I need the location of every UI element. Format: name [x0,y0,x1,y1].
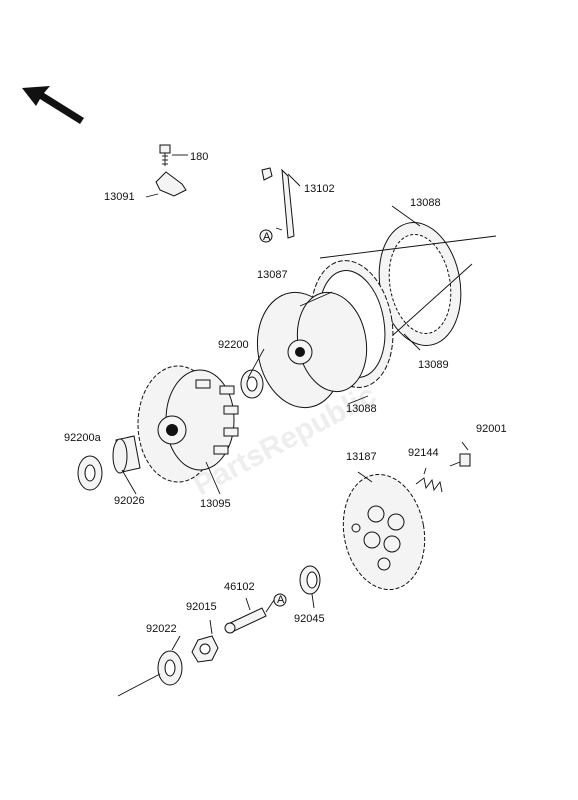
nut-92015[interactable] [191,635,219,663]
washer-92200[interactable] [240,369,264,399]
label-13187: 13187 [346,451,377,463]
label-13102: 13102 [304,183,335,195]
pressure-plate-13087[interactable] [249,286,375,415]
label-92026: 92026 [114,495,145,507]
washer-92022[interactable] [117,650,183,697]
direction-arrow-icon [22,86,84,124]
label-13088-bottom: 13088 [346,403,377,415]
label-92045: 92045 [294,613,325,625]
label-13095: 13095 [200,498,231,510]
label-92200: 92200 [218,339,249,351]
washer-92200a[interactable] [77,455,103,491]
label-92015: 92015 [186,601,217,613]
label-92200a: 92200a [64,432,102,444]
label-92001: 92001 [476,423,507,435]
clutch-hub-13187[interactable] [335,468,434,596]
label-13091: 13091 [104,191,135,203]
ref-a-bottom: A [277,594,285,606]
label-92022: 92022 [146,623,177,635]
ref-a-top: A [263,231,271,243]
bearing-92045[interactable] [299,565,321,595]
label-13088-top: 13088 [410,197,441,209]
label-13087: 13087 [257,269,288,281]
clutch-housing-13095[interactable] [137,365,239,483]
label-13089: 13089 [418,359,449,371]
bolt-180[interactable] [159,144,188,166]
label-46102: 46102 [224,581,255,593]
rod-46102[interactable] [224,593,287,634]
label-92144: 92144 [408,447,439,459]
bolt-92001[interactable] [449,453,471,467]
bracket-13091[interactable] [145,171,187,198]
shaft-13102[interactable] [259,167,301,243]
label-180: 180 [190,151,208,163]
spring-92144[interactable] [415,477,443,493]
sleeve-92026[interactable] [112,435,141,474]
